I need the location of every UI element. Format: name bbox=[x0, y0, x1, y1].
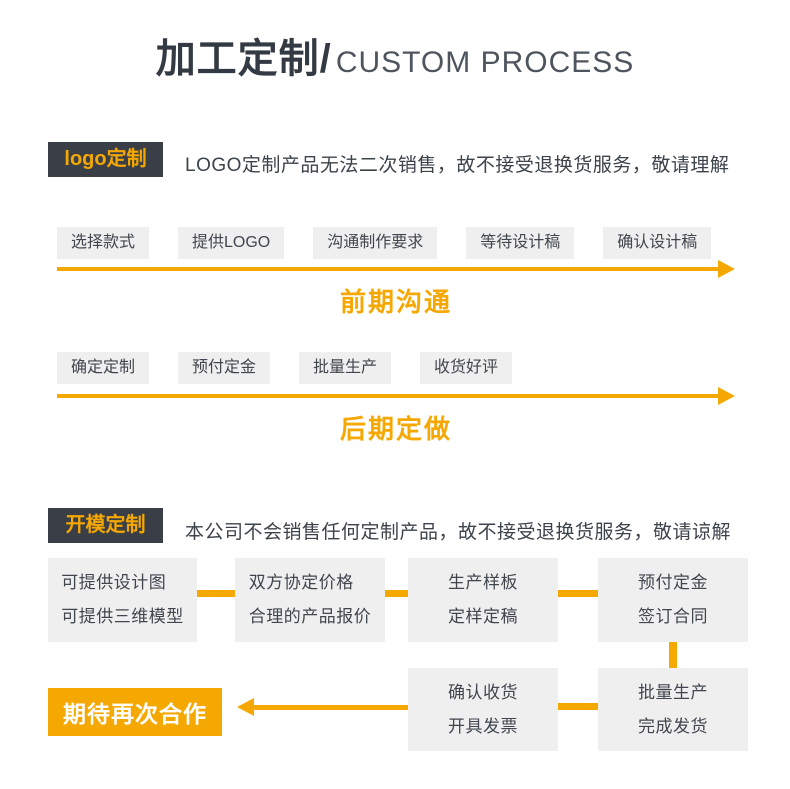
step-item: 收货好评 bbox=[420, 352, 513, 384]
arrow-right-icon bbox=[57, 387, 735, 405]
flow-box-line: 生产样板 bbox=[448, 573, 518, 592]
flow-box-line: 确认收货 bbox=[448, 682, 518, 702]
flow-box-sample: 生产样板 定样定稿 bbox=[408, 558, 558, 642]
step-item: 预付定金 bbox=[178, 352, 271, 384]
step-item: 确认设计稿 bbox=[603, 227, 712, 259]
flow-box-design: 可提供设计图 可提供三维模型 bbox=[48, 558, 197, 642]
arrow-head bbox=[237, 698, 254, 716]
connector-vertical bbox=[669, 642, 677, 668]
arrow-head bbox=[718, 260, 735, 278]
flow-box-line: 批量生产 bbox=[638, 682, 708, 702]
flow-box-line: 完成发货 bbox=[638, 716, 708, 736]
flow-box-receipt: 确认收货 开具发票 bbox=[408, 668, 558, 751]
step-item: 选择款式 bbox=[57, 227, 150, 259]
arrow-right-icon bbox=[57, 260, 735, 278]
arrow-head bbox=[718, 387, 735, 405]
flow-box-deposit: 预付定金 签订合同 bbox=[598, 558, 748, 642]
flow-box-line: 双方协定价格 bbox=[248, 573, 354, 592]
phase1-label: 前期沟通 bbox=[339, 287, 452, 317]
arrow-shaft bbox=[57, 267, 723, 271]
arrow-shaft bbox=[57, 394, 723, 398]
arrow-shaft bbox=[251, 705, 408, 710]
step-item: 确定定制 bbox=[57, 352, 150, 384]
flow-box-line: 可提供三维模型 bbox=[61, 607, 184, 626]
flow-box-line: 可提供设计图 bbox=[61, 573, 167, 592]
phase1-steps: 选择款式 提供LOGO 沟通制作要求 等待设计稿 确认设计稿 bbox=[57, 227, 712, 259]
logo-custom-note: LOGO定制产品无法二次销售，故不接受退换货服务，敬请理解 bbox=[185, 155, 730, 176]
connector bbox=[558, 703, 598, 710]
step-item: 提供LOGO bbox=[178, 227, 285, 259]
mold-custom-badge: 开模定制 bbox=[48, 508, 163, 543]
flow-box-production: 批量生产 完成发货 bbox=[598, 668, 748, 751]
arrow-left-icon bbox=[237, 698, 408, 716]
flow-box-line: 定样定稿 bbox=[448, 607, 518, 626]
flow-box-line: 预付定金 bbox=[638, 573, 708, 592]
step-item: 等待设计稿 bbox=[466, 227, 575, 259]
flow-box-line: 签订合同 bbox=[638, 607, 708, 626]
phase2-label: 后期定做 bbox=[339, 414, 452, 444]
page-title-en: CUSTOM PROCESS bbox=[335, 46, 635, 79]
page-title: 加工定制/CUSTOM PROCESS bbox=[0, 26, 790, 84]
flow-box-line: 合理的产品报价 bbox=[248, 607, 372, 626]
mold-custom-note: 本公司不会销售任何定制产品，故不接受退换货服务，敬请谅解 bbox=[185, 522, 732, 543]
final-cooperation-box: 期待再次合作 bbox=[48, 688, 222, 736]
step-item: 沟通制作要求 bbox=[313, 227, 438, 259]
connector bbox=[197, 590, 235, 597]
connector bbox=[558, 590, 598, 597]
logo-custom-badge: logo定制 bbox=[48, 142, 163, 177]
page-title-zh: 加工定制/ bbox=[155, 37, 332, 81]
step-item: 批量生产 bbox=[299, 352, 392, 384]
connector bbox=[385, 590, 408, 597]
phase2-steps: 确定定制 预付定金 批量生产 收货好评 bbox=[57, 352, 513, 384]
flow-box-line: 开具发票 bbox=[448, 716, 518, 736]
flow-box-price: 双方协定价格 合理的产品报价 bbox=[235, 558, 385, 642]
